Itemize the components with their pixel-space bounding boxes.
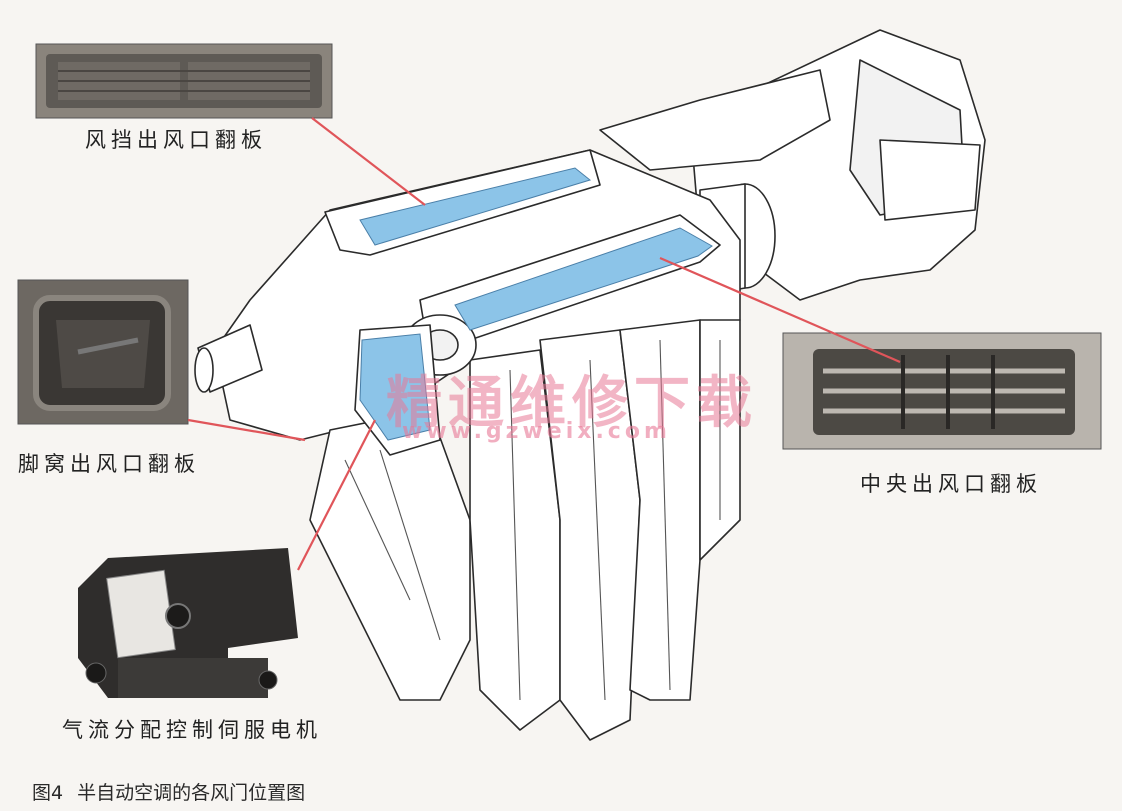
leader-footwell — [187, 418, 306, 442]
watermark-url: www.gzweix.com — [402, 419, 671, 444]
leader-center — [659, 256, 901, 364]
leader-lines — [187, 117, 901, 571]
windshield-flap-label: 风挡出风口翻板 — [85, 128, 267, 152]
figure-caption: 图4 半自动空调的各风门位置图 — [32, 778, 305, 805]
footwell-vent-photo — [17, 279, 189, 425]
leader-servo — [297, 419, 376, 571]
figure-title: 半自动空调的各风门位置图 — [77, 782, 306, 804]
flap-highlights — [359, 167, 713, 441]
center-vent-photo — [782, 332, 1102, 450]
leader-windshield — [311, 117, 426, 206]
servo-motor-label: 气流分配控制伺服电机 — [62, 718, 322, 742]
windshield-vent-photo — [35, 43, 333, 119]
center-flap-highlight — [454, 227, 713, 331]
figure-number: 图4 — [32, 782, 64, 804]
servo-motor-photo — [78, 548, 298, 698]
footwell-flap-highlight — [359, 333, 431, 441]
footwell-flap-label: 脚窝出风口翻板 — [18, 452, 200, 476]
center-flap-label: 中央出风口翻板 — [860, 472, 1042, 496]
windshield-flap-highlight — [359, 167, 592, 246]
watermark-text: 精通维修下载 — [386, 370, 758, 436]
